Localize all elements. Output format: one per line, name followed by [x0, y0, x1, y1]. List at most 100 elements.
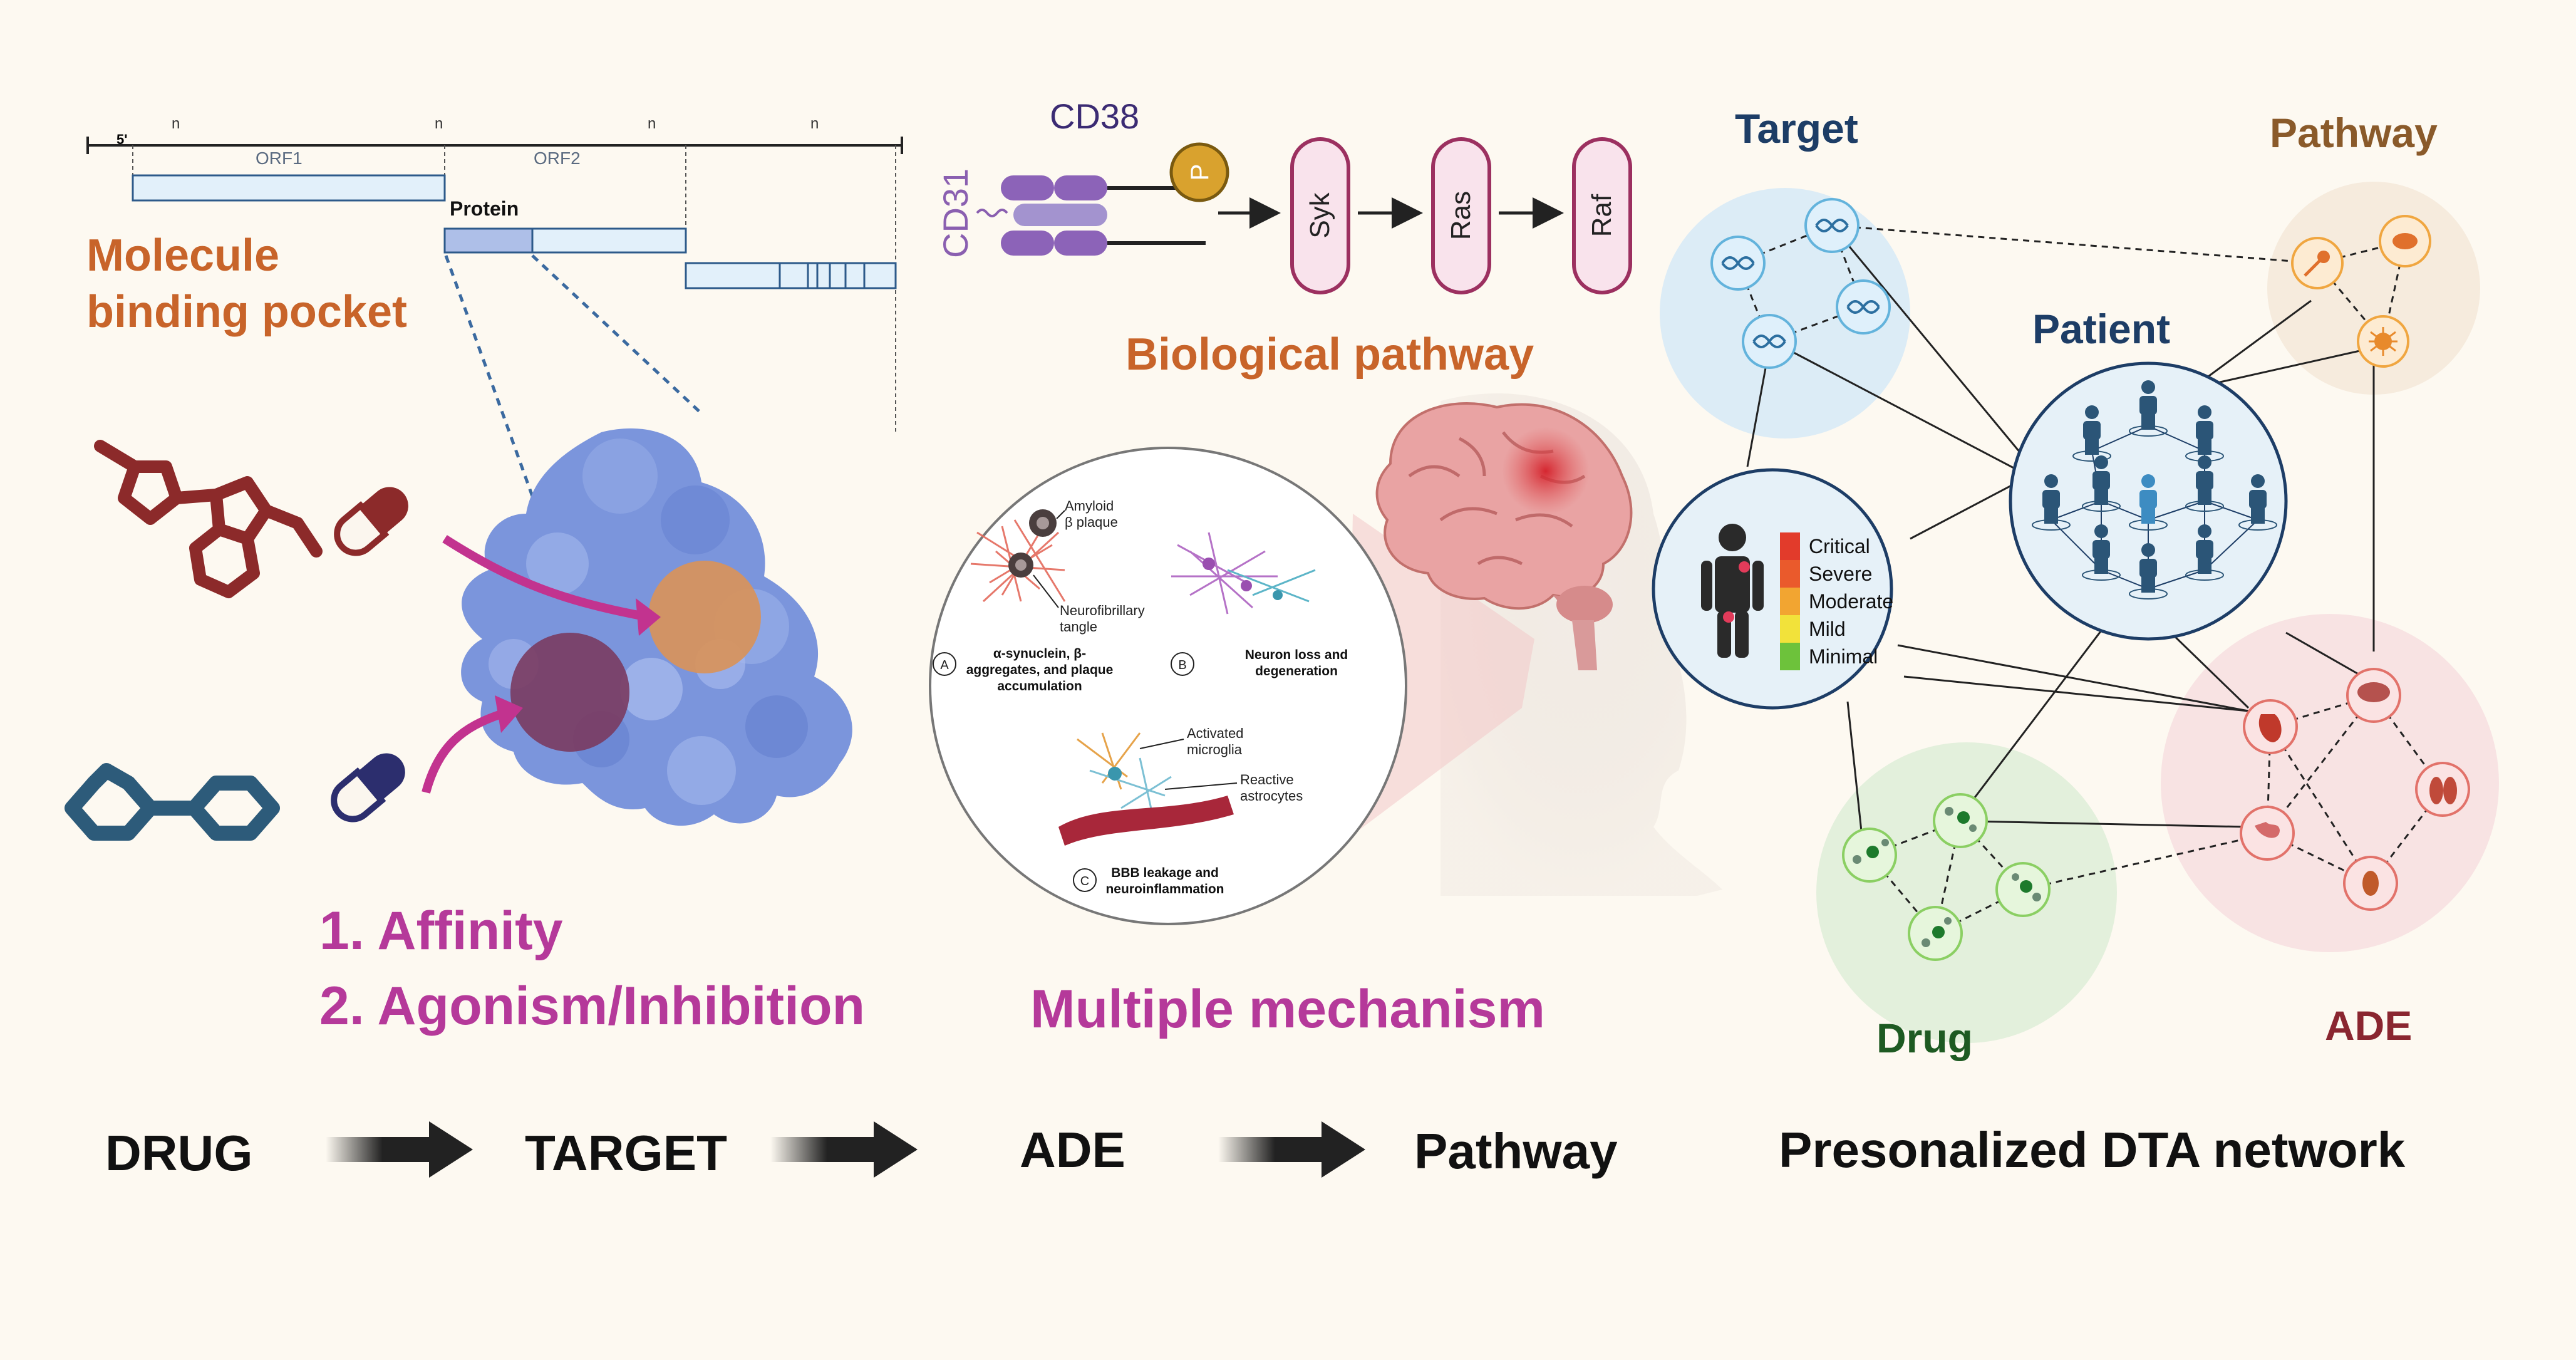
target-node-icon [1804, 198, 1860, 253]
patient-link [2148, 501, 2205, 521]
severity-swatch [1780, 560, 1800, 588]
flow-arrow-icon [326, 1121, 473, 1178]
bottom-flow: DRUG TARGET ADE Pathway Presonalized DTA… [105, 1121, 2406, 1181]
severity-swatch [1780, 532, 1800, 560]
patient-link [2148, 569, 2205, 589]
red-molecule-icon [94, 440, 323, 598]
ade-cluster [2161, 614, 2499, 952]
severity-label: Critical [1809, 535, 1870, 558]
orf1-bar [132, 174, 446, 202]
person-icon [2185, 524, 2224, 581]
person-icon [2129, 380, 2168, 437]
ras-node [1431, 137, 1491, 294]
blue-molecule-icon [65, 763, 280, 841]
target-label: Target [1735, 105, 1858, 152]
person-icon [2238, 474, 2277, 531]
pathway-node-icon [2291, 237, 2344, 289]
drug-node-icon [1933, 793, 1988, 848]
raf-label: Raf [1586, 194, 1617, 237]
flow-arrow-icon [770, 1121, 918, 1178]
patient-link [2204, 519, 2258, 571]
ade-node-icon [2243, 699, 2298, 754]
brain-icon [1375, 402, 1633, 670]
five-prime-label: 5' [116, 132, 127, 147]
n-mark: n [810, 115, 819, 132]
blue-pill-icon [331, 753, 405, 823]
severity-swatch [1780, 643, 1800, 670]
target-node-icon [1710, 236, 1766, 291]
protein-label: Protein [450, 197, 519, 220]
drug-node-icon [1995, 862, 2051, 917]
phosphate-icon [1169, 142, 1229, 202]
n-mark: n [172, 115, 180, 132]
orange-binding-pocket [648, 561, 761, 673]
flow-pathway-label: Pathway [1414, 1123, 1618, 1179]
purple-binding-pocket [510, 633, 629, 752]
patient-link [2204, 501, 2258, 521]
drug-label: Drug [1876, 1015, 1973, 1061]
person-icon [2032, 474, 2071, 531]
cd38-label: CD38 [1050, 96, 1139, 136]
orf-sequence-diagram: 5' n n n n ORF1 ORF2 Protein [86, 115, 903, 514]
syk-label: Syk [1305, 192, 1335, 238]
ade-node-icon [2343, 856, 2398, 911]
panel-a-letter: A [940, 658, 949, 672]
pocket-title-line2: binding pocket [86, 287, 407, 337]
ade-node-icon [2415, 762, 2470, 817]
ade-node-icon [2346, 668, 2401, 723]
multiple-mechanism-title: Multiple mechanism [1030, 979, 1545, 1039]
raf-node [1572, 137, 1632, 294]
pathway-node-icon [2357, 315, 2409, 368]
receptor-domain [1001, 175, 1054, 200]
severity-swatch [1780, 615, 1800, 643]
patient-label: Patient [2032, 306, 2170, 352]
zoom-line [531, 254, 703, 415]
severity-label: Severe [1809, 563, 1872, 585]
person-icon [2185, 455, 2224, 512]
patient-people [2032, 380, 2277, 600]
downstream-bar [685, 262, 897, 289]
orf1-label: ORF1 [256, 148, 303, 168]
person-icon [2129, 474, 2168, 531]
person-icon [2082, 524, 2121, 581]
binding-arrow [442, 535, 649, 621]
drug-node-icon [1842, 828, 1897, 883]
ade-node-icon [2240, 806, 2295, 861]
drug-cluster [1816, 742, 2117, 1043]
panel-b-letter: B [1178, 658, 1186, 672]
patient-link [2148, 425, 2205, 452]
patient-link [2101, 501, 2149, 521]
n-mark: n [435, 115, 443, 132]
red-pill-icon [334, 487, 408, 556]
biological-pathway-title: Biological pathway [1125, 330, 1534, 380]
patient-link [2091, 425, 2149, 452]
severity-swatch [1780, 588, 1800, 615]
drug-node-icon [1908, 906, 1963, 961]
pathway-label: Pathway [2270, 110, 2438, 156]
target-node-icon [1836, 279, 1891, 335]
agonism-label: 2. Agonism/Inhibition [319, 976, 865, 1036]
n-mark: n [648, 115, 656, 132]
ade-label: ADE [2325, 1002, 2412, 1049]
severity-label: Minimal [1809, 645, 1878, 668]
flow-drug-label: DRUG [105, 1125, 253, 1181]
ras-label: Ras [1446, 191, 1476, 240]
severity-label: Mild [1809, 618, 1846, 640]
person-icon [2129, 543, 2168, 600]
orf2-label: ORF2 [534, 148, 581, 168]
flow-target-label: TARGET [525, 1125, 727, 1181]
patient-link [2051, 501, 2102, 521]
patient-link [2101, 569, 2149, 589]
